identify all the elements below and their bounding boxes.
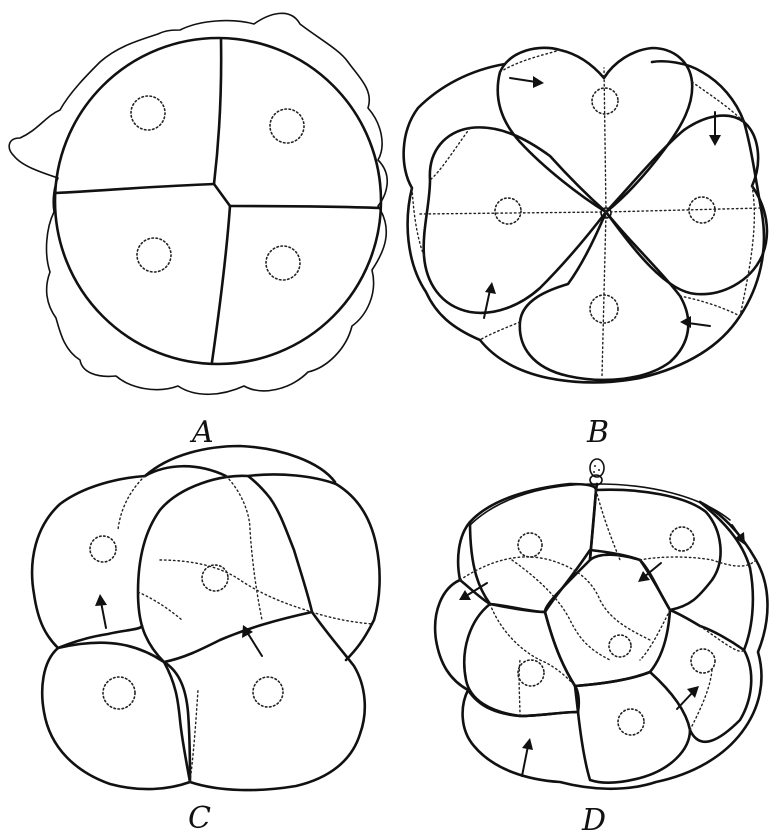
panel-b-hidden-boundary [606, 208, 762, 212]
panel-c-hidden-boundary [226, 476, 262, 620]
panel-d-nucleus [609, 635, 631, 657]
panel-d-sixteen-cell-stage: D [435, 459, 767, 833]
panel-c-hidden-boundary [118, 476, 145, 530]
panel-b-hidden-boundary [604, 68, 606, 212]
panel-d-rotation-arrow [677, 686, 699, 709]
panel-b-cell-right [606, 116, 767, 295]
panel-d-nucleus [518, 660, 544, 686]
panel-d-cell-upper-left [470, 484, 596, 612]
panel-b-outer-boundary [404, 61, 764, 382]
panel-a-cleavage-vertical-top [214, 40, 221, 184]
panel-c-nucleus [103, 677, 135, 709]
panel-d-nucleus [518, 533, 542, 557]
panel-d-polar-body [590, 459, 604, 485]
panel-d-cell-right-lobe [670, 502, 753, 650]
panel-c-cell-upper-left [32, 466, 226, 648]
panel-d-centre-line [596, 484, 597, 490]
panel-a-cleavage-horizontal-right [230, 206, 380, 208]
panel-c-cell-upper-right [248, 474, 380, 660]
panel-d-label: D [581, 803, 606, 833]
panel-a-nucleus [266, 246, 300, 280]
panel-a-label: A [189, 415, 214, 450]
panel-b-rotation-arrow [510, 76, 544, 88]
panel-d-hidden-boundary [596, 490, 620, 560]
panel-c-hidden-boundary [138, 592, 182, 620]
panel-c-rotation-arrow [242, 625, 262, 656]
panel-a-polar-junction [214, 184, 230, 206]
panel-a-four-cell-stage: A [9, 13, 387, 450]
panel-b-rotation-arrow [680, 316, 710, 328]
panel-a-cleavage-vertical-bottom [212, 206, 230, 362]
panel-b-hidden-boundary [480, 322, 520, 340]
panel-b-nucleus [592, 88, 618, 114]
panel-c-hidden-boundary [190, 690, 198, 782]
panel-b-hidden-boundary [680, 296, 740, 316]
panel-b-eight-cell-stage: B [404, 48, 767, 450]
panel-a-nucleus [270, 109, 304, 143]
panel-d-hidden-boundary [490, 604, 575, 686]
panel-c-nucleus [90, 536, 116, 562]
panel-b-label: B [586, 415, 609, 450]
panel-b-nucleus [495, 198, 521, 224]
panel-d-nucleus [691, 649, 715, 673]
panel-a-outer-membrane [9, 13, 387, 394]
panel-b-hidden-boundary [412, 188, 424, 256]
panel-d-hidden-boundary [690, 670, 712, 730]
panel-c-nucleus [202, 565, 228, 591]
panel-b-cell-bottom [520, 212, 688, 380]
panel-d-rotation-arrow [638, 563, 661, 582]
panel-b-hidden-boundary [420, 212, 606, 214]
panel-c-cell-lower-right [164, 612, 365, 790]
panel-a-nucleus [131, 96, 165, 130]
panel-a-nucleus [137, 238, 171, 272]
panel-c-hidden-boundary [160, 560, 312, 612]
panel-c-nucleus [253, 677, 283, 707]
panel-c-label: C [188, 801, 211, 833]
panel-d-cell-lower-right [575, 672, 690, 783]
panel-b-hidden-boundary [602, 212, 606, 376]
panel-d-outer-boundary [435, 502, 767, 789]
panel-d-cell-upper-right [590, 490, 721, 610]
panel-d-cell-right-lower [690, 650, 751, 742]
panel-a-cleavage-horizontal-left [56, 184, 214, 193]
panel-c-rotation-arrow [95, 594, 107, 628]
panel-c-eight-cell-oblique: C [32, 446, 380, 833]
panel-d-nucleus [670, 527, 694, 551]
panel-d-cell-bottom-left [468, 690, 578, 716]
panel-d-nucleus [618, 709, 644, 735]
panel-d-rotation-arrow [522, 738, 533, 776]
panel-b-cell-top [498, 48, 692, 212]
panel-d-cell-lower-left [464, 604, 579, 716]
